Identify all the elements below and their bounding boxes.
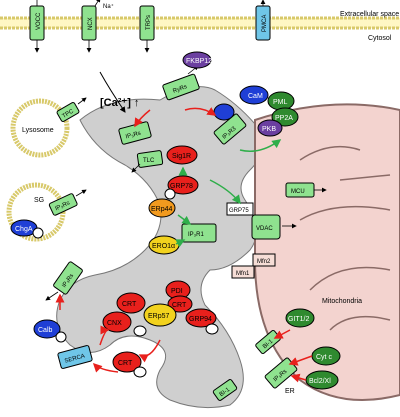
crt3-ca-badge xyxy=(133,366,147,378)
ryrs-label: RyRs xyxy=(172,84,188,95)
calb-protein xyxy=(33,319,61,339)
pmca-pump: PMCA xyxy=(255,0,271,41)
sg-ip3rs-label: IP₃Rs xyxy=(54,200,71,212)
serca-label: SERCA xyxy=(64,354,86,365)
mfn2-label: Mfn2 xyxy=(257,259,271,265)
cnx-label: CNX xyxy=(107,320,122,327)
cnx-ca-badge xyxy=(133,325,147,337)
sig1r-label: Sig1R xyxy=(172,153,191,160)
vdac-label: VDAC xyxy=(256,226,273,232)
bi1-label-bottom: BI-1 xyxy=(219,387,232,399)
calb-ca-badge xyxy=(55,331,67,343)
na-ion-label: Na⁺ xyxy=(103,3,114,10)
extracellular-label: Extracellular space xyxy=(340,11,399,18)
sg-label: SG xyxy=(34,197,44,204)
pp2a-label: PP2A xyxy=(275,115,293,122)
mfn1-label: Mfn1 xyxy=(236,271,250,277)
fkbp12-label: FKBP12 xyxy=(186,58,212,65)
cam-protein-1 xyxy=(239,85,269,105)
cam-label-1: CaM xyxy=(248,93,263,100)
er-label: ER xyxy=(285,388,295,395)
calb-label: Calb xyxy=(38,327,53,334)
vocc-channel: VOCC xyxy=(29,0,45,53)
grp94-label: GRP94 xyxy=(189,316,212,323)
erp57-protein xyxy=(143,303,177,327)
fkbp12-protein xyxy=(182,51,212,69)
bi1-channel-bottom: BI-1 xyxy=(212,379,238,401)
mcu-label: MCU xyxy=(291,189,305,195)
mfn1-protein xyxy=(231,265,255,279)
mfn2-protein xyxy=(252,253,276,267)
ncx-channel: NCX xyxy=(81,0,101,53)
grp78-ca-badge xyxy=(164,188,176,200)
ncx-label: NCX xyxy=(88,17,94,30)
vocc-label: VOCC xyxy=(36,12,42,30)
cytc-label: Cyt c xyxy=(316,354,332,361)
sig1r-protein xyxy=(166,145,198,165)
er-ip3rs-label: IP₃Rs xyxy=(125,131,141,141)
pml-label: PML xyxy=(273,99,288,106)
crt-label-1: CRT xyxy=(172,302,187,309)
pmca-label: PMCA xyxy=(262,15,268,32)
crt-protein-2 xyxy=(116,292,146,314)
lysosome-label: Lysosome xyxy=(22,127,54,134)
sg-ip3rs: IP₃Rs xyxy=(48,189,87,216)
plasma-membrane xyxy=(0,16,400,30)
grp94-ca-badge xyxy=(205,323,219,335)
tpc-label: TPC xyxy=(61,108,75,120)
mitochondria-label: Mitochondria xyxy=(322,298,362,305)
grp78-protein xyxy=(167,175,199,195)
grp78-label: GRP78 xyxy=(170,183,193,190)
grp75-label: GRP75 xyxy=(229,208,249,214)
ip3r1-channel: IP₃R1 xyxy=(181,223,217,243)
tlc-channel: TLC xyxy=(131,150,164,173)
cnx-protein xyxy=(102,311,132,333)
trps-label: TRPs xyxy=(146,15,152,30)
cam-protein-2 xyxy=(213,103,235,121)
crt-label-2: CRT xyxy=(122,301,137,308)
er-ip3rs-channel: IP₃Rs xyxy=(118,121,152,145)
trps-channel: TRPs xyxy=(139,5,155,53)
ero1a-label: ERO1α xyxy=(152,243,175,250)
ip3r1-label: IP₃R1 xyxy=(188,232,204,238)
mcu-channel: MCU xyxy=(285,182,327,198)
erp44-protein xyxy=(148,198,176,218)
cytosolic-calcium-label: [Ca²⁺] ↑ xyxy=(100,97,139,109)
grp94-protein xyxy=(185,308,217,328)
lysosome xyxy=(10,98,70,158)
regulation-arrows xyxy=(55,71,313,383)
tpc-channel: TPC xyxy=(56,97,87,122)
git12-protein xyxy=(285,308,315,328)
cytosol-label: Cytosol xyxy=(368,35,392,42)
pp2a-protein xyxy=(271,107,299,127)
vdac-channel: VDAC xyxy=(251,214,297,240)
erp57-label: ERp57 xyxy=(148,313,170,320)
pdi-label: PDI xyxy=(171,288,183,295)
crt-protein-1 xyxy=(167,295,193,313)
left-ip3rs-channel: IP₃Rs xyxy=(45,261,83,301)
chga-ca-badge xyxy=(32,227,44,239)
pkb-label: PKB xyxy=(262,126,276,133)
serca-pump: SERCA xyxy=(57,345,93,369)
bcl2xl-label: Bcl2/Xl xyxy=(309,378,331,385)
crt-label-3: CRT xyxy=(118,360,133,367)
pkb-protein xyxy=(257,119,283,137)
tlc-label: TLC xyxy=(143,158,155,164)
mitochondrion xyxy=(254,103,400,401)
git12-label: GIT1/2 xyxy=(288,316,310,323)
erp44-label: ERp44 xyxy=(151,206,173,213)
chga-label: ChgA xyxy=(15,226,33,233)
